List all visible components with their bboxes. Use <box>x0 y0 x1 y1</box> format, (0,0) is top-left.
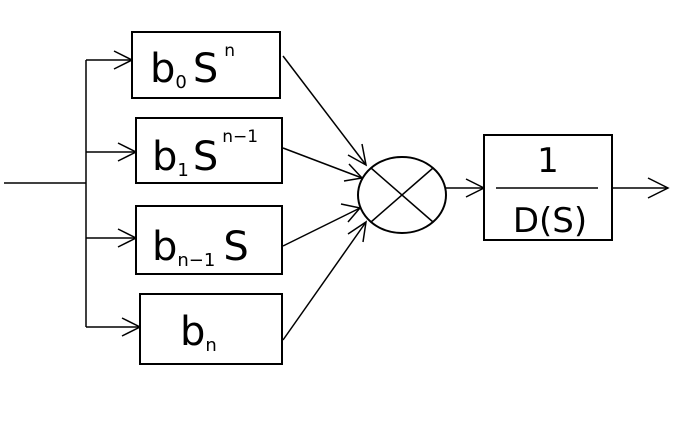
branch-arrow-2 <box>86 142 138 162</box>
branch-arrow-4 <box>86 317 142 337</box>
block-bn: bn <box>139 293 283 365</box>
summing-junction <box>357 156 447 234</box>
block-1-var: S <box>193 46 218 92</box>
output-arrow <box>612 177 670 199</box>
branch-arrow-3 <box>86 228 138 248</box>
junction-to-transfer-arrow <box>446 178 486 198</box>
block-3-sub: n−1 <box>177 250 215 271</box>
transfer-block: 1 D(S) <box>483 134 613 241</box>
transfer-denominator: D(S) <box>513 201 587 241</box>
block-2-coef: b <box>152 134 177 180</box>
block-2-sub: 1 <box>177 160 188 181</box>
sum-input-2 <box>282 147 364 182</box>
transfer-numerator: 1 <box>537 141 559 181</box>
branch-arrow-1 <box>86 50 134 70</box>
sum-input-1 <box>282 55 368 167</box>
block-2-var: S <box>193 134 218 180</box>
svg-text:bn: bn <box>180 309 217 356</box>
block-4-coef: b <box>180 309 205 355</box>
block-bn-1-s: bn−1 S <box>135 205 283 275</box>
block-1-coef: b <box>150 46 175 92</box>
block-4-sub: n <box>205 335 216 356</box>
sum-input-4 <box>282 220 367 341</box>
sum-input-3 <box>282 203 362 247</box>
block-1-exp: n <box>224 41 235 61</box>
svg-text:bn−1S: bn−1 S <box>152 224 249 271</box>
block-2-exp: n−1 <box>222 127 258 147</box>
block-3-var: S <box>223 224 248 270</box>
block-1-sub: 0 <box>175 72 186 93</box>
block-3-coef: b <box>152 224 177 270</box>
